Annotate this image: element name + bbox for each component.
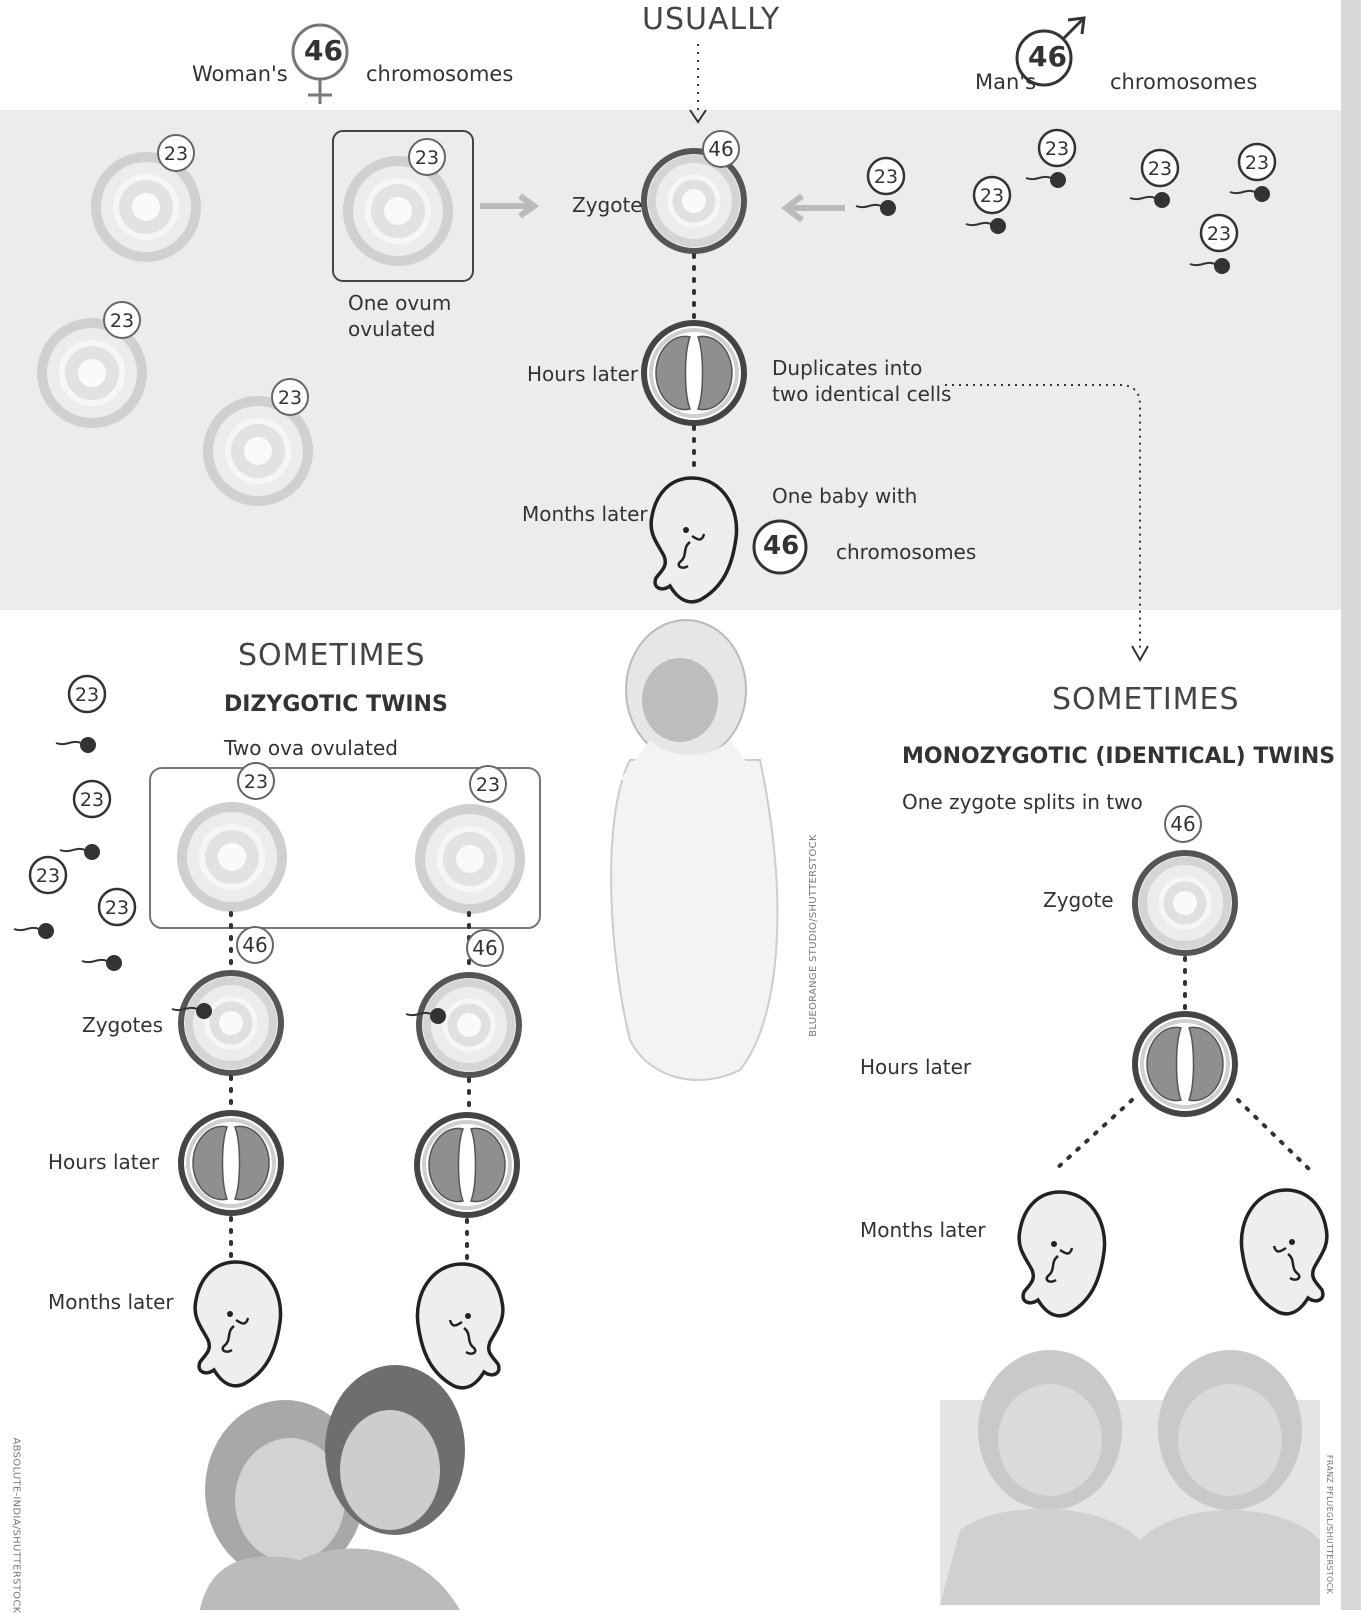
chromosome-count-badge: 23 bbox=[238, 763, 274, 799]
identical-photo-credit: FRANZ PFLUEGL/SHUTTERSTOCK bbox=[1325, 1455, 1334, 1594]
chromosome-count-badge: 23 bbox=[30, 857, 66, 893]
dizygotic-hours-later-label: Hours later bbox=[48, 1150, 159, 1174]
dizygotic-subtitle: Two ova ovulated bbox=[224, 736, 398, 760]
chromosome-count-value: 23 bbox=[1045, 138, 1069, 160]
chromosome-count-badge: 23 bbox=[158, 135, 194, 171]
chromosome-count-value: 46 bbox=[472, 936, 497, 960]
one-ovum-label: One ovum bbox=[348, 291, 451, 315]
hours-later-label: Hours later bbox=[527, 362, 638, 386]
chromosome-count-badge: 23 bbox=[99, 889, 135, 925]
chromosome-count-badge: 46 bbox=[467, 930, 503, 966]
chromosome-count-value: 46 bbox=[708, 137, 733, 161]
chromosome-count-badge: 23 bbox=[272, 379, 308, 415]
woman-chromosomes-label: chromosomes bbox=[366, 62, 513, 86]
chromosome-count-badge: 23 bbox=[1142, 150, 1178, 186]
chromosome-count-value: 23 bbox=[1148, 158, 1172, 180]
zygote-label: Zygote bbox=[572, 193, 643, 217]
chromosome-count-value: 23 bbox=[1245, 152, 1269, 174]
chromosome-count-badge: 23 bbox=[104, 302, 140, 338]
identical-cells-label: two identical cells bbox=[772, 382, 951, 406]
chromosome-count-badge: 23 bbox=[974, 177, 1010, 213]
chromosome-count-badge: 23 bbox=[409, 139, 445, 175]
chromosome-count-value: 23 bbox=[244, 771, 268, 793]
chromosome-count-value: 23 bbox=[80, 789, 104, 811]
usually-heading: USUALLY bbox=[642, 2, 780, 37]
chromosome-count-badge: 23 bbox=[69, 676, 105, 712]
monozygotic-months-later-label: Months later bbox=[860, 1218, 986, 1242]
man-chromosomes-label: chromosomes bbox=[1110, 70, 1257, 94]
chromosome-count-value: 23 bbox=[36, 865, 60, 887]
chromosome-count-value: 23 bbox=[278, 387, 302, 409]
man-count: 46 bbox=[1028, 40, 1067, 73]
dizygotic-months-later-label: Months later bbox=[48, 1290, 174, 1314]
chromosome-count-badge: 23 bbox=[1201, 215, 1237, 251]
baby-chromosomes-label: chromosomes bbox=[836, 540, 976, 564]
chromosome-count-value: 23 bbox=[164, 143, 188, 165]
twins-photo-credit: ABSOLUTE-INDIA/SHUTTERSTOCK bbox=[10, 1438, 21, 1613]
months-later-label: Months later bbox=[522, 502, 648, 526]
chromosome-count-value: 23 bbox=[75, 684, 99, 706]
chromosome-count-value: 23 bbox=[476, 774, 500, 796]
chromosome-count-badge: 23 bbox=[868, 158, 904, 194]
chromosome-count-value: 23 bbox=[980, 185, 1004, 207]
chromosome-count-badge: 46 bbox=[237, 927, 273, 963]
ovulated-label: ovulated bbox=[348, 317, 435, 341]
chromosome-count-value: 46 bbox=[242, 933, 267, 957]
man-label: Man's bbox=[975, 70, 1036, 94]
dizygotic-sometimes-heading: SOMETIMES bbox=[238, 638, 426, 673]
baby-photo-credit: BLUEORANGE STUDIO/SHUTTERSTOCK bbox=[808, 834, 819, 1037]
monozygotic-title: MONOZYGOTIC (IDENTICAL) TWINS bbox=[902, 744, 1335, 769]
woman-label: Woman's bbox=[192, 62, 288, 86]
woman-count: 46 bbox=[304, 34, 343, 67]
chromosome-count-value: 23 bbox=[874, 166, 898, 188]
chromosome-count-badge: 23 bbox=[1039, 130, 1075, 166]
chromosome-count-badge: 23 bbox=[1239, 144, 1275, 180]
monozygotic-hours-later-label: Hours later bbox=[860, 1055, 971, 1079]
chromosome-count-badge: 23 bbox=[74, 781, 110, 817]
chromosome-count-badge: 46 bbox=[1165, 806, 1201, 842]
chromosome-count-value: 23 bbox=[415, 147, 439, 169]
chromosome-count-badge: 46 bbox=[703, 131, 739, 167]
monozygotic-zygote-label: Zygote bbox=[1043, 888, 1114, 912]
zygotes-label: Zygotes bbox=[82, 1013, 163, 1037]
chromosome-count-badge: 23 bbox=[470, 766, 506, 802]
chromosome-count-value: 23 bbox=[105, 897, 129, 919]
chromosome-count-value: 46 bbox=[1170, 812, 1195, 836]
dizygotic-title: DIZYGOTIC TWINS bbox=[224, 692, 448, 717]
monozygotic-subtitle: One zygote splits in two bbox=[902, 790, 1143, 814]
monozygotic-sometimes-heading: SOMETIMES bbox=[1052, 682, 1240, 717]
baby-count: 46 bbox=[763, 531, 799, 561]
duplicates-label: Duplicates into bbox=[772, 356, 922, 380]
chromosome-count-value: 23 bbox=[1207, 223, 1231, 245]
one-baby-label: One baby with bbox=[772, 484, 917, 508]
chromosome-count-value: 23 bbox=[110, 310, 134, 332]
